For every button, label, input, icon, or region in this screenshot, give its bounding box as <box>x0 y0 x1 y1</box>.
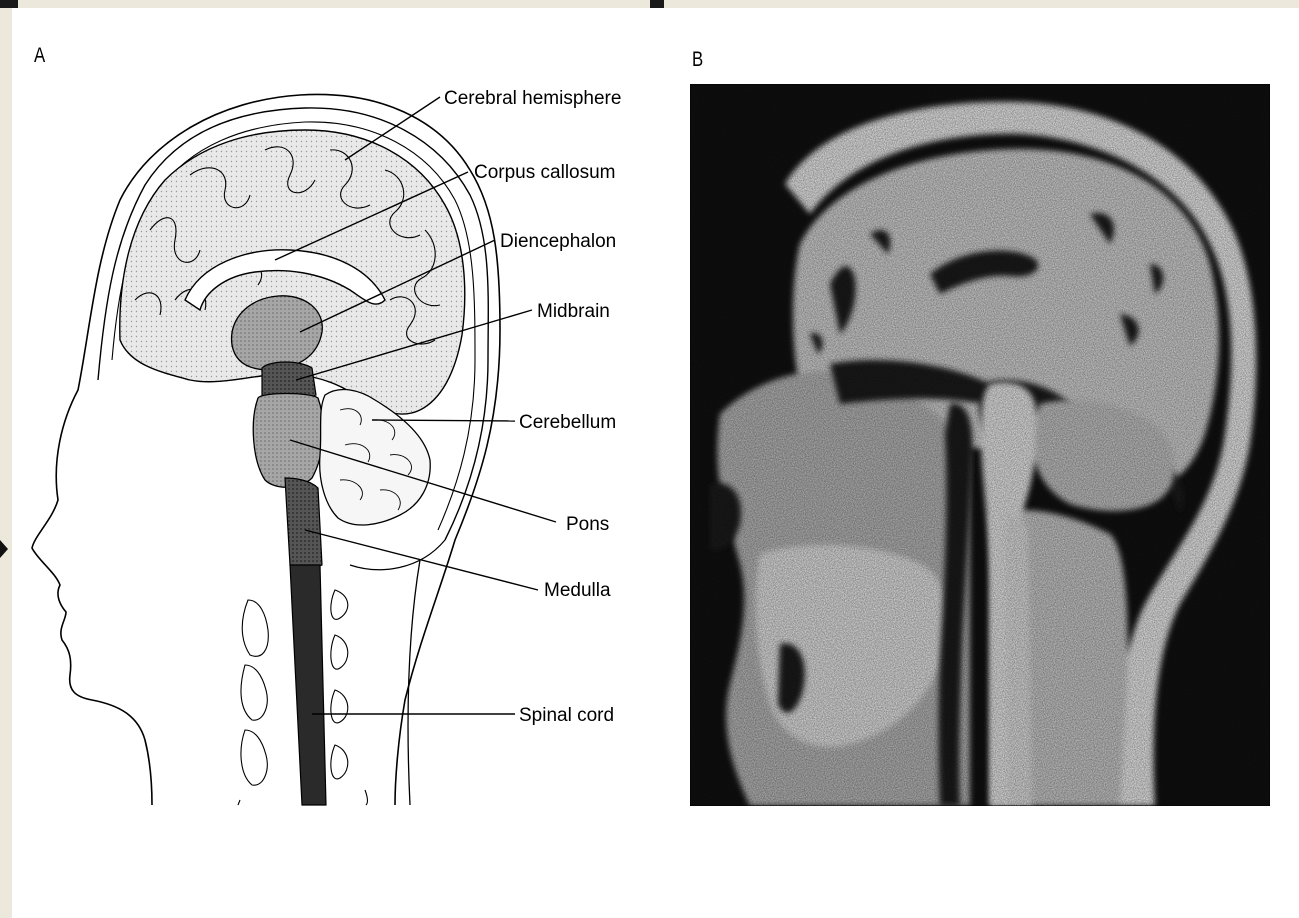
panel-b-letter: B <box>692 48 703 72</box>
pons <box>253 394 323 488</box>
label-cerebral-hemisphere: Cerebral hemisphere <box>444 88 621 109</box>
label-spinal-cord: Spinal cord <box>519 705 614 726</box>
label-medulla: Medulla <box>544 580 611 601</box>
occipital-outline <box>350 540 445 570</box>
mri-sagittal-image <box>690 84 1270 806</box>
label-diencephalon: Diencephalon <box>500 231 616 252</box>
label-pons: Pons <box>566 514 609 535</box>
medulla <box>285 478 322 569</box>
spinal-cord <box>290 565 326 805</box>
label-corpus-callosum: Corpus callosum <box>474 162 616 183</box>
panel-a-brain-diagram: A <box>0 0 660 918</box>
panel-b-mri-scan: B <box>660 0 1299 918</box>
label-cerebellum: Cerebellum <box>519 412 616 433</box>
brain-sagittal-illustration: Cerebral hemisphere Corpus callosum Dien… <box>0 0 660 918</box>
label-midbrain: Midbrain <box>537 301 610 322</box>
